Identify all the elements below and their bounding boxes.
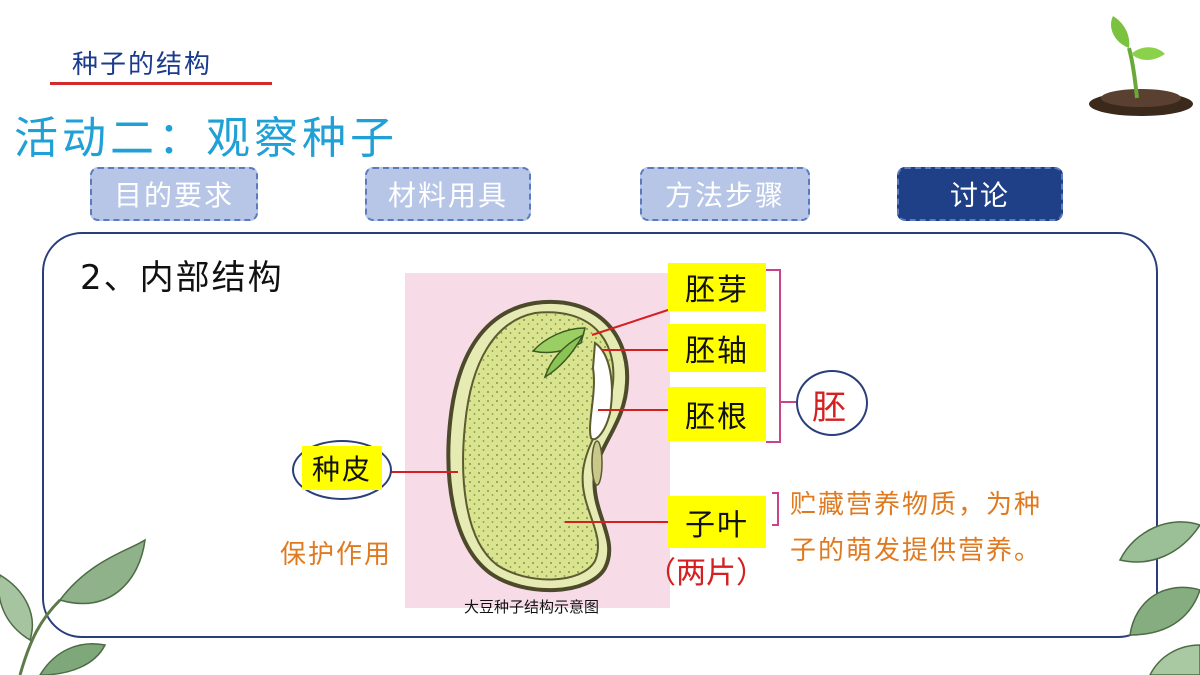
leaf-left-icon <box>0 538 146 675</box>
sprout-icon <box>1089 16 1193 116</box>
tab-discussion[interactable]: 讨论 <box>897 167 1063 221</box>
label-embryo: 胚 <box>812 388 846 428</box>
label-cotyledon-count: （两片） <box>646 556 766 591</box>
label-plumule: 胚芽 <box>668 263 766 311</box>
soybean-seed-illustration <box>446 299 630 592</box>
header-title: 种子的结构 <box>72 50 213 80</box>
section-title: 2、内部结构 <box>80 258 284 298</box>
note-cotyledon-function-line2: 子的萌发提供营养。 <box>790 536 1043 566</box>
label-cotyledon: 子叶 <box>668 496 766 548</box>
label-radicle: 胚根 <box>668 387 766 441</box>
tab-methods[interactable]: 方法步骤 <box>640 167 810 221</box>
note-cotyledon-function-line1: 贮藏营养物质，为种 <box>790 490 1043 520</box>
label-seed-coat: 种皮 <box>302 446 382 490</box>
content-panel <box>42 232 1158 638</box>
tab-materials[interactable]: 材料用具 <box>365 167 531 221</box>
tab-objectives[interactable]: 目的要求 <box>90 167 258 221</box>
note-seed-coat-function: 保护作用 <box>280 540 393 570</box>
label-hypocotyl: 胚轴 <box>668 324 766 372</box>
seed-coat-ellipse <box>292 440 392 500</box>
leaf-right-icon <box>1118 521 1200 675</box>
diagram-caption: 大豆种子结构示意图 <box>464 598 600 616</box>
activity-title: 活动二：观察种子 <box>14 113 398 164</box>
header-underline <box>50 82 272 85</box>
embryo-ellipse <box>796 370 868 436</box>
